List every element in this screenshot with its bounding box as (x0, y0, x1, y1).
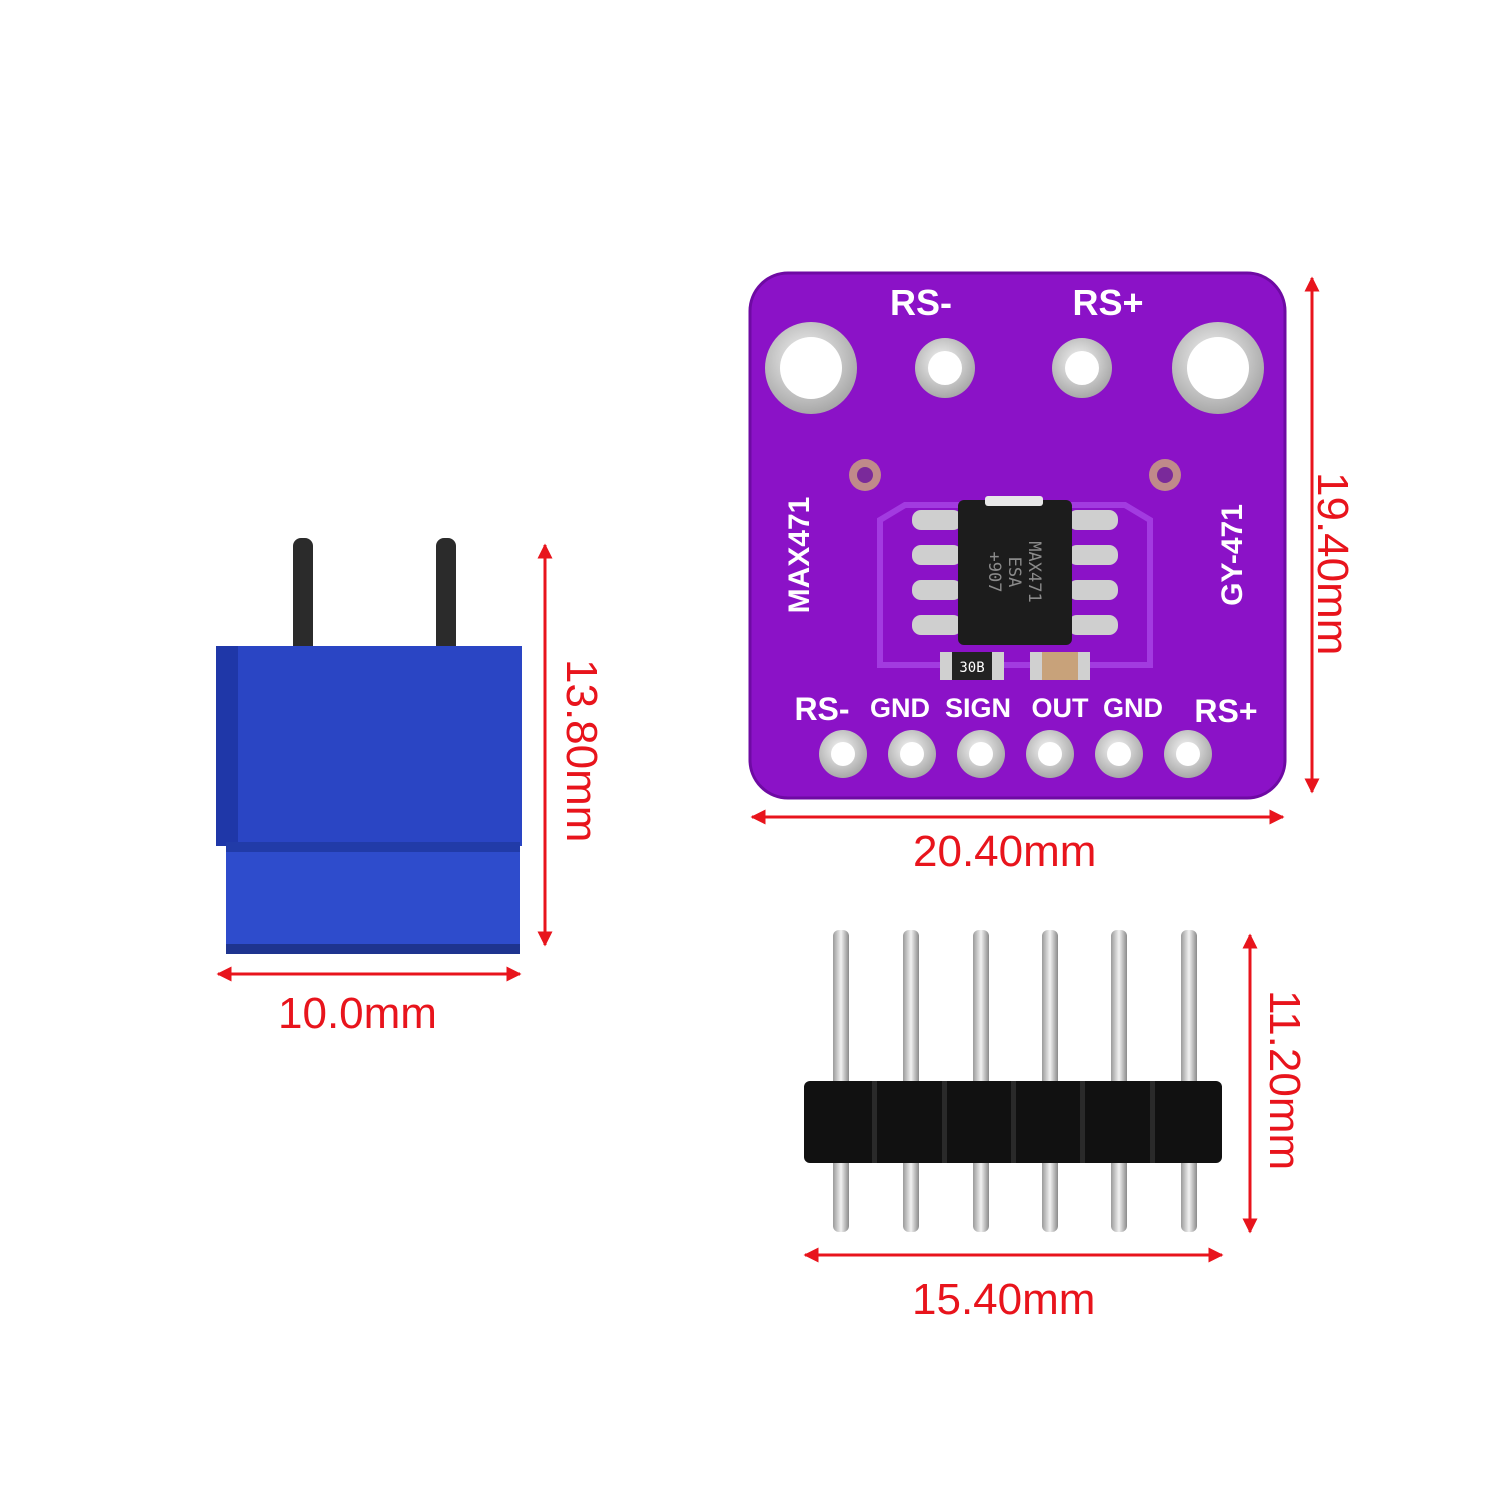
terminal-width-label: 10.0mm (278, 989, 437, 1038)
resistor-code: 30B (959, 660, 984, 676)
terminal-height-label: 13.80mm (557, 659, 606, 843)
terminal-pin-right (436, 538, 456, 658)
pcb-side-label-gy471: GY-471 (1216, 504, 1249, 606)
pcb-bottom-label-gnd-1: GND (870, 693, 930, 723)
pcb-bottom-label-rs-plus: RS+ (1194, 693, 1257, 729)
pcb-bottom-pads (819, 730, 1212, 778)
terminal-bottom-body (226, 842, 520, 954)
pcb-top-label-rs-minus: RS- (890, 282, 952, 323)
ic-chip (958, 500, 1072, 645)
pcb-bottom-label-gnd-2: GND (1103, 693, 1163, 723)
terminal-pin-left (293, 538, 313, 658)
pcb-top-label-rs-plus: RS+ (1072, 282, 1143, 323)
header-height-label: 11.20mm (1260, 990, 1309, 1171)
max471-pcb: MAX471 ESA +907 30B RS- RS+ MAX471 GY-47… (748, 271, 1287, 800)
header-width-label: 15.40mm (912, 1275, 1096, 1324)
chip-marking-line-3: +907 (984, 552, 1004, 593)
pcb-bottom-label-sign: SIGN (945, 693, 1011, 723)
pcb-bottom-label-rs-minus: RS- (794, 691, 849, 727)
ic-pins (912, 510, 1118, 635)
chip-marking-line-1: MAX471 (1024, 541, 1044, 602)
pcb-height-label: 19.40mm (1308, 472, 1357, 656)
pin-header (804, 930, 1222, 1232)
pcb-width-label: 20.40mm (913, 827, 1097, 876)
chip-marking-line-2: ESA (1004, 557, 1024, 588)
terminal-block (216, 538, 522, 954)
pcb-bottom-label-out: OUT (1032, 693, 1090, 723)
pcb-side-label-max471: MAX471 (783, 497, 816, 614)
terminal-top-body (216, 646, 522, 846)
